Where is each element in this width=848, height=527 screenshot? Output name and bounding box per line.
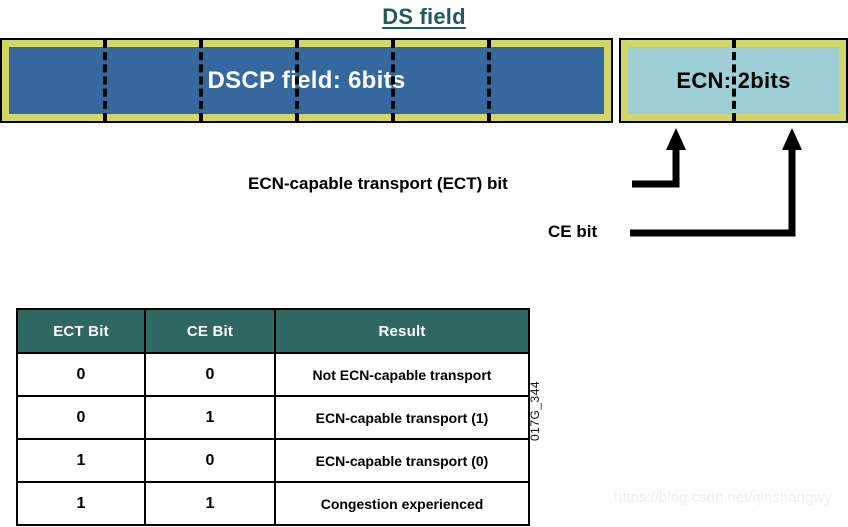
dscp-bit-divider-4: [391, 40, 395, 121]
cell-result: Not ECN-capable transport: [274, 352, 530, 397]
table-row: 0 0 Not ECN-capable transport: [16, 352, 530, 397]
table-header-ect-bit: ECT Bit: [16, 308, 146, 354]
dscp-bit-divider-1: [103, 40, 107, 121]
table-row: 0 1 ECN-capable transport (1): [16, 395, 530, 440]
ect-arrow: [632, 128, 686, 188]
cell-ect-bit: 0: [16, 395, 146, 440]
cell-result: Congestion experienced: [274, 481, 530, 526]
cell-ect-bit: 0: [16, 352, 146, 397]
dscp-bit-divider-2: [199, 40, 203, 121]
table-header-result: Result: [274, 308, 530, 354]
cell-ect-bit: 1: [16, 481, 146, 526]
cell-ce-bit: 1: [144, 481, 276, 526]
ect-bit-callout-label: ECN-capable transport (ECT) bit: [248, 174, 508, 193]
ds-field-bar: DSCP field: 6bits ECN: 2bits: [0, 38, 848, 123]
cell-ce-bit: 0: [144, 352, 276, 397]
ce-bit-callout-label: CE bit: [548, 222, 598, 241]
dscp-bit-divider-5: [487, 40, 491, 121]
cell-ce-bit: 1: [144, 395, 276, 440]
cell-result: ECN-capable transport (0): [274, 438, 530, 483]
table-row: 1 1 Congestion experienced: [16, 481, 530, 526]
watermark: https://blog.csdn.net/qinshangwy: [614, 489, 832, 506]
dscp-bit-divider-3: [295, 40, 299, 121]
page-title: DS field: [382, 4, 466, 29]
ecn-field-segment: ECN: 2bits: [619, 38, 848, 123]
ce-arrow: [630, 128, 802, 237]
table-header-row: ECT Bit CE Bit Result: [16, 308, 530, 354]
document-code: 017G_344: [528, 380, 542, 441]
cell-ect-bit: 1: [16, 438, 146, 483]
table-row: 1 0 ECN-capable transport (0): [16, 438, 530, 483]
dscp-field-inner: DSCP field: 6bits: [9, 40, 604, 121]
ecn-bit-divider-1: [732, 40, 736, 121]
cell-ce-bit: 0: [144, 438, 276, 483]
dscp-field-label: DSCP field: 6bits: [207, 66, 406, 94]
ecn-bits-table: ECT Bit CE Bit Result 0 0 Not ECN-capabl…: [16, 308, 530, 526]
ecn-field-inner: ECN: 2bits: [628, 40, 839, 121]
cell-result: ECN-capable transport (1): [274, 395, 530, 440]
dscp-field-segment: DSCP field: 6bits: [0, 38, 613, 123]
table-header-ce-bit: CE Bit: [144, 308, 276, 354]
